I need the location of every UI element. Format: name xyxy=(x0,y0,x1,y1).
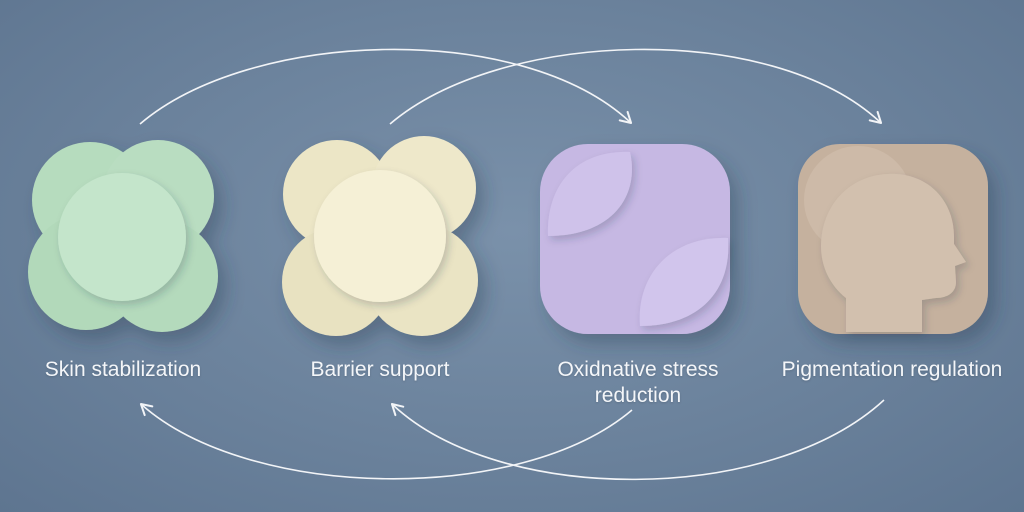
stage-label-skin-stabilization: Skin stabilization xyxy=(20,357,226,383)
layered-circles-icon xyxy=(282,136,478,336)
stage-label-oxidative-stress-reduction: Oxidnative stress reduction xyxy=(530,357,746,409)
human-head-profile-icon xyxy=(798,144,988,334)
stage-3-label-line-1: Oxidnative stress xyxy=(557,358,719,381)
overlapping-circles-icon xyxy=(28,140,218,332)
arrow-bottom-3-to-1 xyxy=(139,403,633,480)
arrow-top-1-to-3 xyxy=(139,48,633,125)
leaf-shapes-icon xyxy=(540,144,730,334)
stage-3-label-line-2: reduction xyxy=(594,384,682,407)
stage-label-barrier-support: Barrier support xyxy=(280,357,480,383)
stage-1-label-line-1: Skin stabilization xyxy=(44,358,202,381)
arrow-top-2-to-4 xyxy=(389,48,883,125)
stage-label-pigmentation-regulation: Pigmentation regulation xyxy=(768,357,1016,383)
stage-4-label-line-1: Pigmentation regulation xyxy=(781,358,1003,381)
stage-2-label-line-1: Barrier support xyxy=(310,358,450,381)
connector-arrows xyxy=(139,48,885,481)
arrow-bottom-4-to-2 xyxy=(390,399,885,481)
